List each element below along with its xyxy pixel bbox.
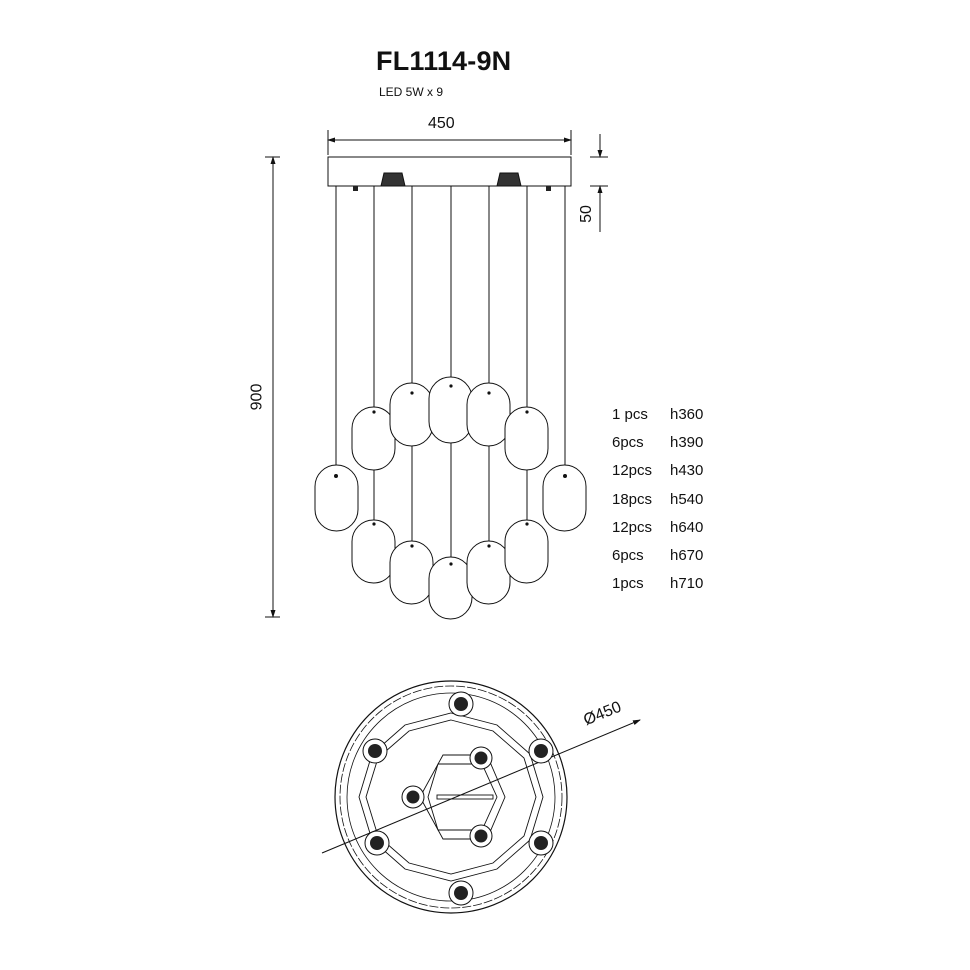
total-height-dimension (265, 156, 280, 618)
spec-row: 18pcs h540 (612, 491, 703, 519)
spec-table: 1 pcs h360 6pcs h390 12pcs h430 18pcs h5… (612, 406, 703, 603)
spec-height: h360 (670, 406, 704, 423)
led-modules (362, 691, 554, 906)
canopy-height-label: 50 (577, 205, 595, 223)
spec-qty: 6pcs (612, 546, 644, 564)
suspension-wires (335, 186, 566, 564)
canopy-height-dimension (590, 134, 608, 232)
spec-qty: 6pcs (612, 434, 644, 452)
spec-height: h640 (670, 518, 704, 536)
width-dimension (327, 130, 572, 155)
spec-row: 1 pcs h360 (612, 406, 703, 434)
width-label: 450 (428, 115, 455, 132)
spec-height: h430 (670, 462, 704, 480)
spec-row: 12pcs h430 (612, 462, 703, 490)
product-subtitle: LED 5W x 9 (379, 85, 444, 99)
spec-height: h390 (670, 434, 704, 452)
product-title: FL1114-9N (376, 46, 512, 76)
spec-row: 6pcs h670 (612, 547, 703, 575)
pendant-shades (314, 376, 587, 620)
total-height-label: 900 (248, 383, 266, 411)
spec-qty: 12pcs (612, 462, 653, 480)
spec-row: 1pcs h710 (612, 575, 703, 603)
wire-terminals (334, 384, 567, 566)
spec-height: h540 (670, 490, 704, 508)
spec-qty: 12pcs (612, 518, 653, 536)
spec-height: h670 (670, 546, 704, 564)
spec-row: 6pcs h390 (612, 434, 703, 462)
spec-qty: 1pcs (612, 575, 644, 593)
canopy (327, 156, 572, 191)
spec-row: 12pcs h640 (612, 519, 703, 547)
spec-height: h710 (670, 575, 704, 593)
spec-qty: 1 pcs (612, 406, 648, 423)
spec-qty: 18pcs (612, 490, 653, 508)
